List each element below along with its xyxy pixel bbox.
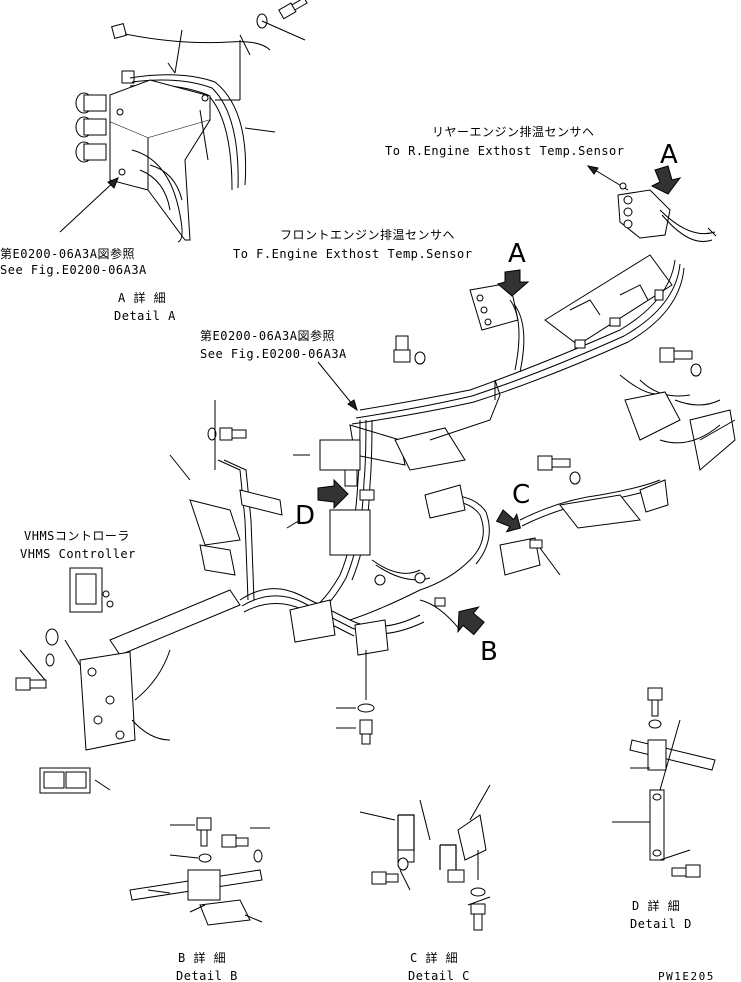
detail-letter-a-top: A (660, 140, 678, 170)
drawing-number: PW1E205 (658, 970, 715, 982)
front-sensor-en-label: To F.Engine Exthost Temp.Sensor (233, 247, 472, 261)
see-fig-mid-en-label: See Fig.E0200-06A3A (200, 347, 347, 361)
rear-sensor-jp-label: リヤーエンジン排温センサヘ (432, 125, 595, 139)
detail-d-caption-jp: D 詳 細 (632, 898, 680, 913)
detail-c-caption-en: Detail C (408, 969, 470, 982)
see-fig-top-en-label: See Fig.E0200-06A3A (0, 263, 147, 277)
detail-a-drawing (59, 0, 308, 243)
center-bolt-stack (336, 650, 375, 745)
harness-right-center (349, 455, 669, 636)
detail-letter-c: C (512, 480, 530, 510)
see-fig-top-jp-label: 第E0200-06A3A図参照 (0, 246, 135, 261)
detail-d-drawing (612, 687, 716, 878)
detail-b-caption-en: Detail B (176, 969, 238, 982)
detail-d-caption-en: Detail D (630, 917, 692, 931)
main-harness-middle (286, 335, 501, 621)
rear-sensor-en-label: To R.Engine Exthost Temp.Sensor (385, 144, 624, 158)
detail-a-caption-en: Detail A (114, 309, 176, 323)
detail-b-drawing (129, 817, 270, 926)
front-sensor-jp-label: フロントエンジン排温センサヘ (280, 228, 455, 242)
main-harness-upper (351, 254, 736, 471)
vhms-jp-label: VHMSコントローラ (24, 529, 130, 543)
detail-letter-b: B (480, 637, 498, 667)
detail-letter-d: D (295, 501, 315, 531)
vhms-en-label: VHMS Controller (20, 547, 136, 561)
detail-letter-a-mid: A (508, 239, 526, 269)
see-fig-mid-jp-label: 第E0200-06A3A図参照 (200, 328, 335, 343)
detail-a-caption-jp: A 詳 細 (118, 290, 166, 305)
harness-left (15, 400, 425, 794)
detail-c-caption-jp: C 詳 細 (410, 950, 458, 965)
detail-b-caption-jp: B 詳 細 (178, 950, 226, 965)
rear-sensor-connector-drawing (586, 165, 717, 242)
detail-c-drawing (359, 784, 491, 931)
